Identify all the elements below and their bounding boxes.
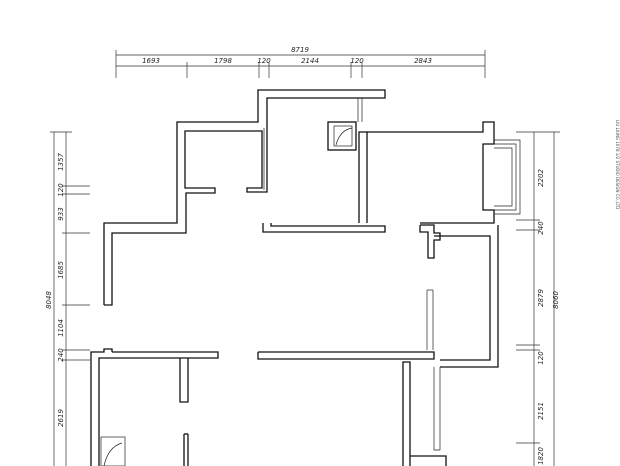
dim-left-seg-3: 933 [57,207,65,220]
wall-right-room [367,121,495,224]
shaft-box [327,121,357,151]
dim-left-seg-4: 1685 [57,261,65,279]
wall-corridor [262,223,386,233]
dim-right-seg-4: 120 [537,351,545,365]
wall-lower-partition [179,358,189,403]
dim-left-seg-5: 1104 [57,319,65,337]
dim-right-seg-5: 2151 [537,402,545,420]
dim-left-seg-1: 1357 [57,153,65,171]
wall-lower-left [90,348,113,466]
dim-left-seg-7: 2619 [57,409,65,427]
wall-upper-left [103,89,386,306]
right-dimension-chain: 8060 2202 240 2879 120 2151 1820 [516,131,560,466]
wall-partition-upper [358,131,368,223]
balcony [494,139,521,215]
wall-mid-left [112,351,219,359]
dim-right-seg-6: 1820 [537,447,545,465]
fixture-lower-left [100,436,126,466]
dim-right-total: 8060 [552,291,560,309]
wall-mid-horizontal [257,351,435,360]
dim-left-seg-6: 240 [57,348,65,362]
walls [90,89,521,466]
dim-right-seg-1: 2202 [537,169,545,187]
dim-right-seg-3: 2879 [537,289,545,307]
dim-top-seg-2: 1798 [214,57,232,65]
dim-top-seg-5: 120 [350,57,364,65]
dim-right-seg-2: 240 [537,221,545,235]
dim-top-seg-4: 2144 [301,57,319,65]
window-lower-right [433,367,441,451]
dim-top-total: 8719 [291,46,309,54]
dim-left-seg-2: 120 [57,183,65,197]
dim-top-seg-6: 2843 [414,57,432,65]
wall-right-middle [434,235,491,361]
wall-lower-right [402,361,411,466]
dim-top-seg-1: 1693 [142,57,160,65]
dim-top-seg-3: 120 [257,57,271,65]
dim-left-total: 8048 [45,291,53,309]
side-note: LIU LIUNG 1078 1/2 STUDIO DESIGN CO.,LTD [615,120,620,209]
column-right [419,224,441,259]
top-dimension-chain: 8719 1693 1798 120 2144 120 2843 [115,46,486,78]
left-dimension-chain: 8048 1357 120 933 1685 1104 240 2619 [45,131,90,466]
